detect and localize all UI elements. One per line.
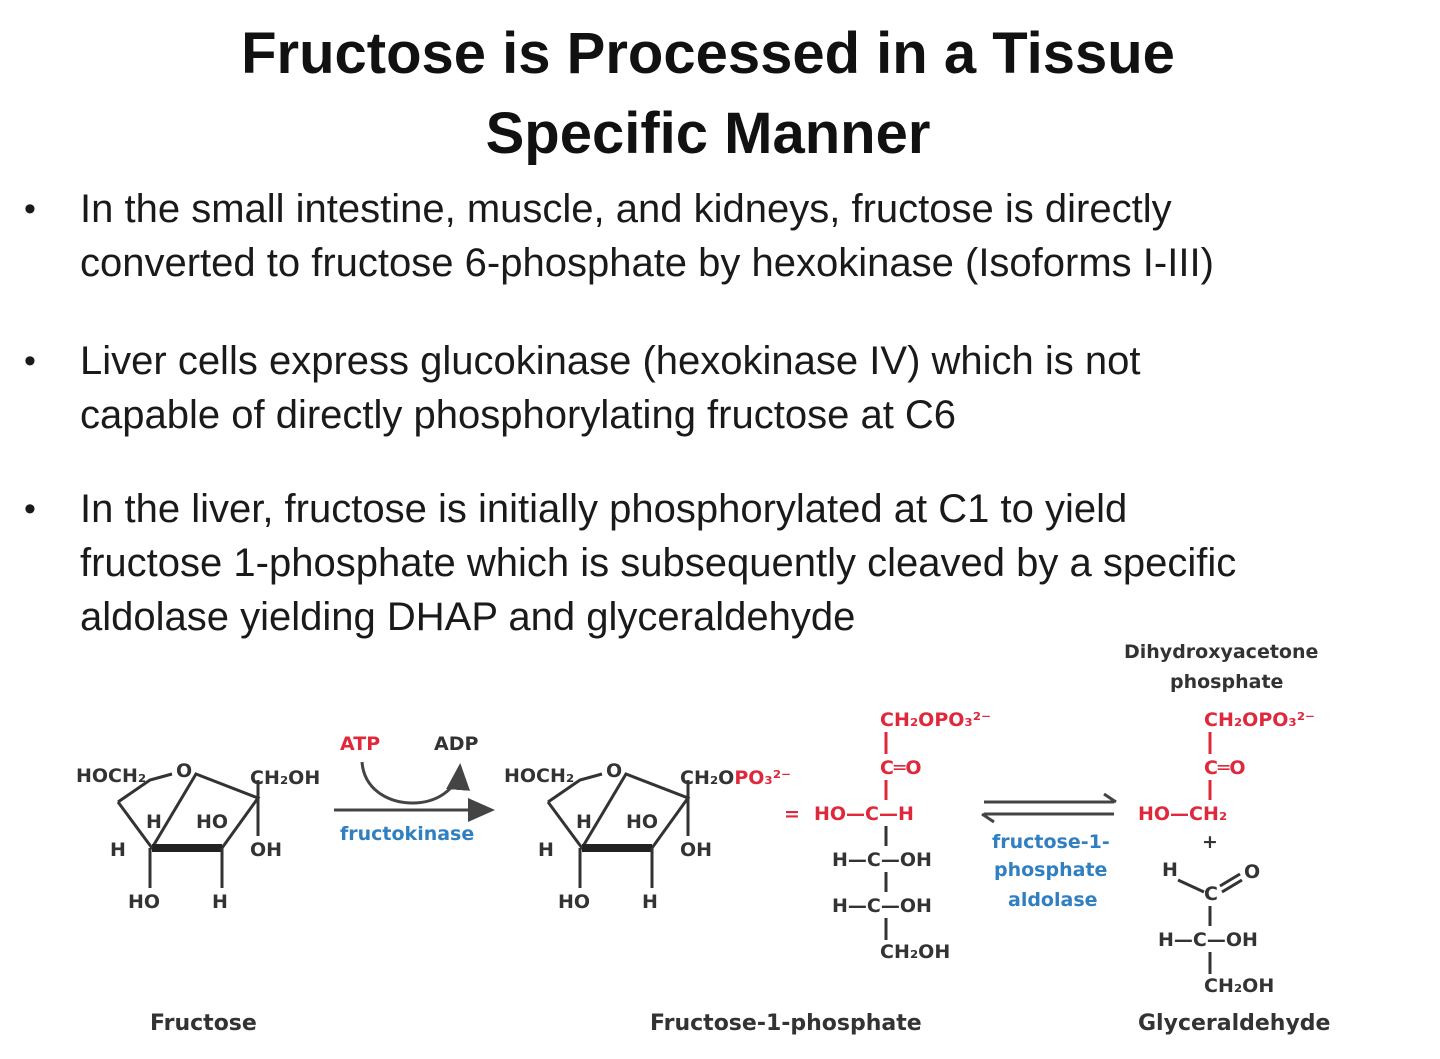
dhap-structure: Dihydroxyacetone phosphate CH₂OPO₃²⁻ C═O… (1124, 641, 1318, 825)
f1p-label: Fructose-1-phosphate (650, 1011, 922, 1036)
atp-adp-curve (360, 761, 471, 805)
open-chain-carbonyl: C═O (880, 757, 922, 779)
bullet-2-line-1: Liver cells express glucokinase (hexokin… (80, 339, 1141, 383)
bullet-3-line-3: aldolase yielding DHAP and glyceraldehyd… (80, 595, 856, 639)
bullet-dot: • (24, 342, 36, 380)
fructokinase-step: ATP ADP fructokinase (334, 733, 495, 845)
fructose-ho-bottom: HO (128, 891, 160, 913)
glyceraldehyde-double-bond-b (1221, 878, 1243, 894)
glyceraldehyde-double-bond-a (1219, 872, 1241, 888)
glyceraldehyde-structure: H C O H—C—OH CH₂OH Glyceraldehyde (1138, 859, 1330, 1036)
dhap-carbonyl: C═O (1204, 757, 1246, 779)
adp-label: ADP (434, 733, 478, 755)
aldolase-label-line-2: phosphate (994, 859, 1107, 881)
open-chain-ch2opo3: CH₂OPO₃²⁻ (880, 709, 991, 731)
open-chain-equals: = (784, 803, 800, 825)
fructose-ring-left (116, 801, 154, 849)
f1p-structure: HOCH₂ O CH₂OPO₃²⁻ H HO H OH HO H Fructos… (504, 760, 922, 1036)
f1p-open-chain: CH₂OPO₃²⁻ C═O = HO—C—H H—C—OH H—C—OH CH₂… (784, 709, 991, 963)
bullet-dot: • (24, 190, 36, 228)
plus-sign: + (1202, 831, 1218, 853)
bullet-1-line-2: converted to fructose 6-phosphate by hex… (80, 241, 1214, 285)
open-chain-h-c-oh-1: H—C—OH (832, 849, 932, 871)
fructose-ring-h: H (146, 811, 162, 833)
aldolase-label-line-1: fructose-1- (992, 831, 1110, 853)
title-line-2: Specific Manner (485, 101, 931, 166)
fructose-ch2oh: CH₂OH (250, 767, 320, 789)
f1p-ring-oxygen: O (606, 760, 622, 782)
f1p-h-left: H (538, 839, 554, 861)
aldolase-reverse-head (981, 812, 995, 824)
aldolase-step: fructose-1- phosphate aldolase (981, 792, 1117, 911)
fructose-oh-right: OH (250, 839, 282, 861)
fructose-ring-ho: HO (196, 811, 228, 833)
open-chain-ch2oh: CH₂OH (880, 941, 950, 963)
dhap-label-line-1: Dihydroxyacetone (1124, 641, 1318, 663)
fructokinase-label: fructokinase (340, 823, 474, 845)
f1p-phosphate: PO₃²⁻ (734, 767, 791, 789)
glyceraldehyde-h-c-oh: H—C—OH (1158, 929, 1258, 951)
f1p-hoch2: HOCH₂ (504, 765, 574, 787)
open-chain-ho-c-h: HO—C—H (814, 803, 914, 825)
bullet-3-line-2: fructose 1-phosphate which is subsequent… (80, 541, 1237, 585)
bullet-dot: • (24, 490, 36, 528)
f1p-ho-bottom: HO (558, 891, 590, 913)
bullet-item-2: • Liver cells express glucokinase (hexok… (22, 334, 1141, 442)
glyceraldehyde-ch2oh: CH₂OH (1204, 975, 1274, 997)
aldolase-label-line-3: aldolase (1008, 889, 1098, 911)
glyceraldehyde-h: H (1162, 859, 1178, 881)
f1p-ch2opo3: CH₂OPO₃²⁻ (680, 767, 791, 789)
bullet-2-line-2: capable of directly phosphorylating fruc… (80, 393, 957, 437)
fructose-h-bottom: H (212, 891, 228, 913)
slide-title: Fructose is Processed in a Tissue Specif… (0, 14, 1416, 174)
f1p-h-bottom: H (642, 891, 658, 913)
glyceraldehyde-c: C (1204, 883, 1218, 905)
fructose-ring-oxygen: O (176, 760, 192, 782)
fructose-metabolism-diagram: HOCH₂ O CH₂OH H HO H OH HO H Fructose AT… (76, 641, 1330, 1036)
bullet-3-line-1: In the liver, fructose is initially phos… (80, 487, 1128, 531)
f1p-ring-left (546, 801, 584, 849)
atp-label: ATP (340, 733, 380, 755)
glyceraldehyde-bond (1177, 878, 1205, 894)
f1p-oh-right: OH (680, 839, 712, 861)
dhap-label-line-2: phosphate (1170, 671, 1283, 693)
aldolase-forward-head (1103, 792, 1117, 804)
fructose-structure: HOCH₂ O CH₂OH H HO H OH HO H Fructose (76, 760, 320, 1036)
glyceraldehyde-o: O (1244, 861, 1260, 883)
f1p-ring-ho: HO (626, 811, 658, 833)
fructose-h-left: H (110, 839, 126, 861)
title-line-1: Fructose is Processed in a Tissue (241, 21, 1175, 86)
open-chain-h-c-oh-2: H—C—OH (832, 895, 932, 917)
glyceraldehyde-label: Glyceraldehyde (1138, 1011, 1330, 1036)
f1p-ring-h: H (576, 811, 592, 833)
bullet-1-line-1: In the small intestine, muscle, and kidn… (80, 187, 1172, 231)
bullet-item-1: • In the small intestine, muscle, and ki… (22, 182, 1214, 290)
fructose-label: Fructose (150, 1011, 257, 1036)
bullet-item-3: • In the liver, fructose is initially ph… (22, 482, 1236, 644)
dhap-ho-ch2: HO—CH₂ (1138, 803, 1227, 825)
fructose-hoch2: HOCH₂ (76, 765, 146, 787)
dhap-ch2opo3: CH₂OPO₃²⁻ (1204, 709, 1315, 731)
